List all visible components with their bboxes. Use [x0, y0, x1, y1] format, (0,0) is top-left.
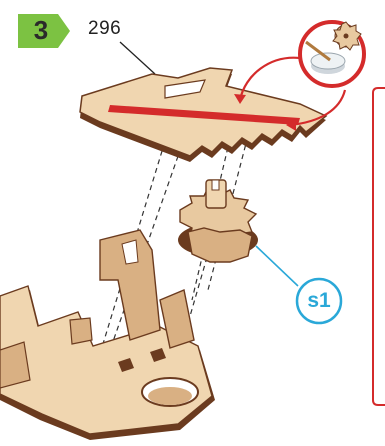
gear-s1 [178, 180, 258, 262]
callout-label-s1: s1 [296, 282, 342, 320]
note-frame [373, 88, 385, 405]
callout-leader [256, 246, 298, 286]
part-leader [120, 42, 155, 74]
lubrication-inset [300, 22, 364, 86]
part-296 [80, 68, 326, 162]
part-number-label: 296 [88, 18, 121, 40]
base-assembly [0, 230, 215, 440]
step-number: 3 [30, 13, 52, 47]
